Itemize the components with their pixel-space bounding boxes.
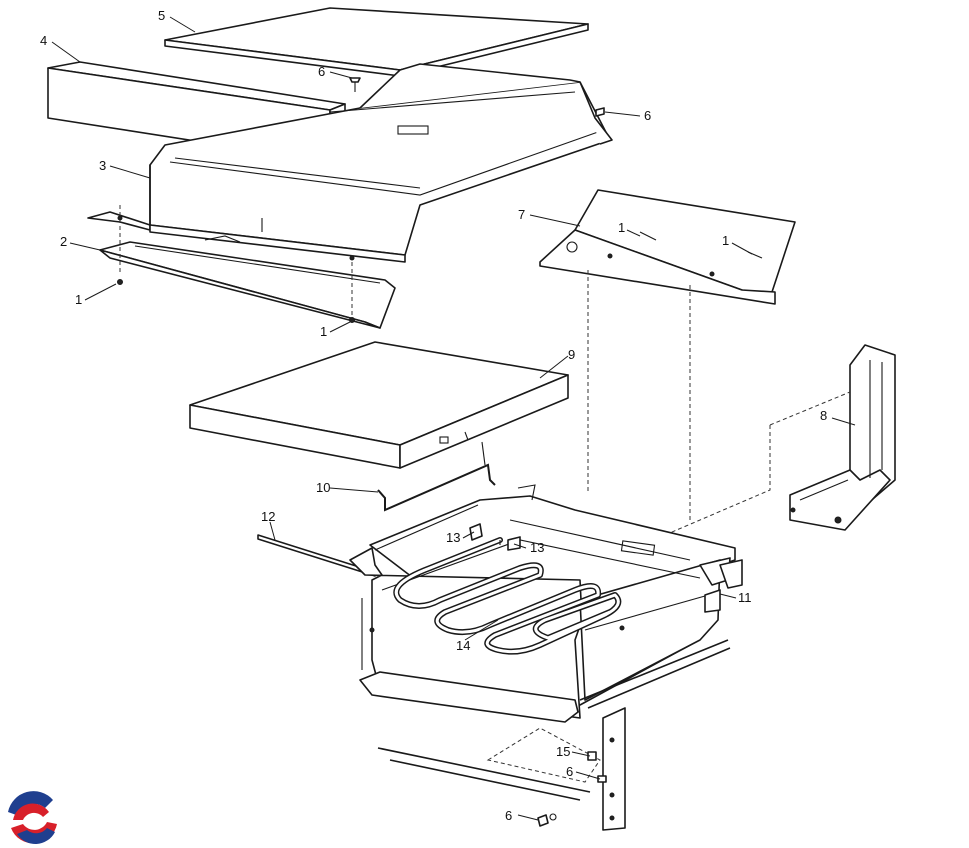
part-14-heating-element bbox=[393, 537, 622, 655]
callout-6: 6 bbox=[566, 764, 573, 779]
part-5-top-panel bbox=[164, 7, 589, 77]
lower-front-strip bbox=[377, 639, 731, 831]
callout-13: 13 bbox=[446, 530, 460, 545]
callout-3: 3 bbox=[99, 158, 106, 173]
callout-12: 12 bbox=[261, 509, 275, 524]
callout-1: 1 bbox=[722, 233, 729, 248]
callout-2: 2 bbox=[60, 234, 67, 249]
callout-13: 13 bbox=[530, 540, 544, 555]
part-8-side-duct bbox=[789, 344, 896, 531]
callout-14: 14 bbox=[456, 638, 470, 653]
screw-icon bbox=[349, 77, 605, 117]
callout-1: 1 bbox=[75, 292, 82, 307]
callout-4: 4 bbox=[40, 33, 47, 48]
callout-leaders bbox=[51, 16, 856, 821]
callout-1: 1 bbox=[618, 220, 625, 235]
part-13-bracket bbox=[469, 523, 521, 551]
callout-10: 10 bbox=[316, 480, 330, 495]
guide-line bbox=[664, 425, 771, 536]
part-3-cooktop-tray bbox=[87, 63, 613, 263]
callout-labels: 5 4 6 6 3 2 1 1 7 1 1 9 8 10 12 13 13 11… bbox=[40, 8, 827, 823]
callout-15: 15 bbox=[556, 744, 570, 759]
callout-6: 6 bbox=[505, 808, 512, 823]
callout-6: 6 bbox=[644, 108, 651, 123]
screw-icon bbox=[117, 215, 355, 323]
swirl-logo-icon bbox=[6, 791, 60, 845]
part-7-rear-bracket bbox=[539, 189, 796, 305]
callout-9: 9 bbox=[568, 347, 575, 362]
callout-1: 1 bbox=[320, 324, 327, 339]
callout-7: 7 bbox=[518, 207, 525, 222]
guide-line bbox=[486, 727, 601, 783]
part-9-oven-top-panel bbox=[189, 341, 569, 469]
part-11-side-bracket bbox=[719, 559, 743, 589]
callout-6: 6 bbox=[318, 64, 325, 79]
part-10-wire-hook bbox=[377, 441, 496, 512]
screw-icon bbox=[537, 751, 607, 827]
callout-8: 8 bbox=[820, 408, 827, 423]
callout-11: 11 bbox=[738, 590, 752, 605]
part-2-front-rail bbox=[99, 241, 396, 329]
callout-5: 5 bbox=[158, 8, 165, 23]
guide-line bbox=[769, 391, 851, 426]
